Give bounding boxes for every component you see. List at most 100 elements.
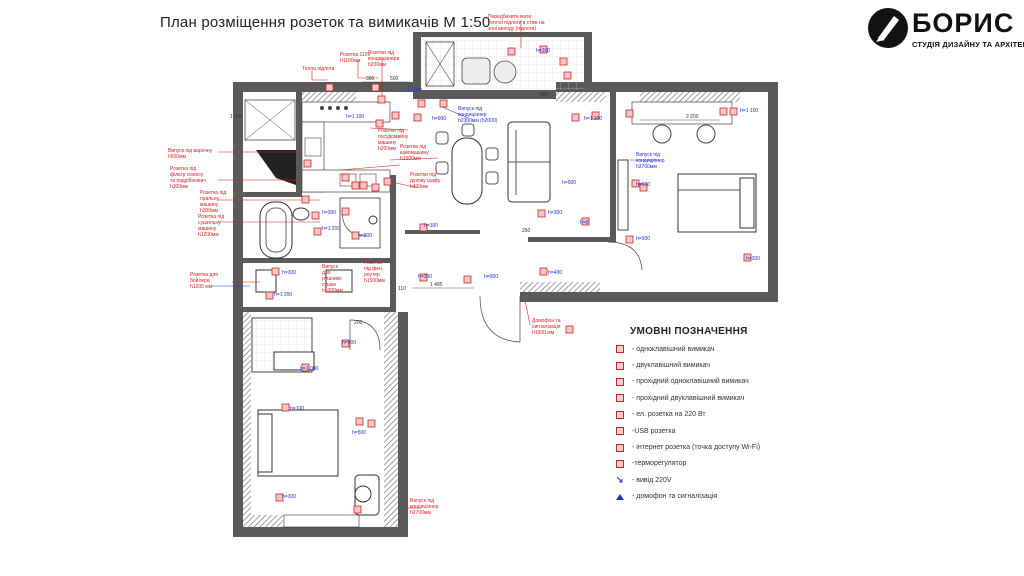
dining-table: [435, 123, 499, 205]
h-400: h=400: [548, 270, 562, 276]
note-socket-110v: Розетка 110V: [340, 52, 371, 58]
internet-socket-icon: [614, 443, 626, 452]
socket-icon: [719, 107, 728, 116]
note-warm-mats-3: зоні виходу (підлоги): [488, 26, 536, 32]
h-900-a: h=900: [432, 116, 446, 122]
note-washer-2: пральну: [200, 196, 220, 202]
note-ac-right: Випуск під: [636, 152, 660, 158]
h-300-a: h=300: [424, 223, 438, 229]
h-0: h=0: [580, 220, 589, 226]
note-ac-living-3: h2300мм (h2000): [458, 118, 498, 124]
note-washer-3: машину: [200, 202, 219, 208]
socket-icon: [303, 159, 312, 168]
h-1200-b: h=1 200: [322, 226, 340, 232]
socket-icon: [301, 195, 310, 204]
note-ac-living-2: кондиціонер: [458, 112, 487, 118]
dim-2200: 2 200: [686, 114, 699, 120]
h-1200: h=1 200: [274, 292, 292, 298]
balcony: [421, 37, 584, 90]
h-300-e: h=300: [282, 494, 296, 500]
legend-item: - одноклавішний вимикач: [614, 341, 784, 357]
h-500-c: h=500: [352, 430, 366, 436]
note-oven-2: духову шафу: [410, 178, 441, 184]
socket-icon: [631, 179, 640, 188]
socket-icon: [265, 291, 274, 300]
socket-icon: [463, 275, 472, 284]
note-coffee-3: h1500мм: [400, 156, 421, 162]
note-intercom: Домофон та: [532, 318, 561, 324]
bathroom: [255, 197, 381, 293]
note-towel-3: рушнико: [322, 276, 342, 282]
dim-300: 300: [366, 76, 375, 82]
socket-icon: [341, 207, 350, 216]
h-1300: h=1 300: [584, 116, 602, 122]
legend-title: УМОВНІ ПОЗНАЧЕННЯ: [630, 326, 748, 337]
legend-label: - двуклавішний вимикач: [632, 362, 711, 370]
legend: УМОВНІ ПОЗНАЧЕННЯ - одноклавішний вимика…: [614, 326, 784, 505]
output-220-icon: [614, 476, 626, 484]
note-coffee-2: кавомашину: [400, 150, 429, 156]
socket-icon: [301, 363, 310, 372]
legend-item: - прохідний двуклавішний вимикач: [614, 390, 784, 406]
socket-icon: [341, 339, 350, 348]
socket-icon: [271, 267, 280, 276]
double-switch-icon: [614, 361, 626, 370]
note-ac-sockets: Розетки під: [368, 50, 394, 56]
socket-icon: [507, 47, 516, 56]
note-filter-2: фільтр осмосу: [170, 172, 204, 178]
dim-500: 500: [390, 76, 399, 82]
legend-item: - двуклавішний вимикач: [614, 357, 784, 373]
h-300-b: h=300: [548, 210, 562, 216]
legend-label: - ел. розетка на 220 Вт: [632, 411, 706, 419]
note-ac-living: Випуск під: [458, 106, 482, 112]
bedroom-right: [617, 101, 757, 233]
h-900-e: h=900: [342, 340, 356, 346]
h-1100: h=1 100: [346, 114, 364, 120]
socket-icon: [375, 119, 384, 128]
blue-leaders: [212, 105, 660, 287]
socket-icon: [743, 253, 752, 262]
socket-icon: [571, 113, 580, 122]
note-washer-4: h300мм: [200, 208, 219, 214]
note-ac-sockets-2: кондиціонери: [368, 56, 400, 62]
usb-socket-icon: [614, 427, 626, 436]
note-ac-sockets-3: h200мм: [368, 62, 387, 68]
dim-1000: 1 000: [230, 114, 243, 120]
dimension-lines: [362, 81, 720, 289]
h-900-d: h=900: [484, 274, 498, 280]
socket-icon: [419, 223, 428, 232]
note-ac-bedroom: Випуск під: [410, 498, 434, 504]
note-coffee: Розетка під: [400, 144, 426, 150]
logo-brand: БОРИС: [912, 8, 1015, 38]
note-oven-3: h400мм: [410, 184, 429, 190]
socket-icon: [625, 109, 634, 118]
socket-icon: [281, 403, 290, 412]
socket-icon: [359, 181, 368, 190]
note-boiler-2: бойлера: [190, 277, 210, 284]
sofa: [507, 121, 551, 203]
legend-item: - вивід 220V: [614, 472, 784, 488]
legend-label: - домофон та сигналізація: [632, 493, 718, 501]
socket-icon: [355, 417, 364, 426]
pass-single-switch-icon: [614, 377, 626, 386]
note-filter: Розетка під: [170, 166, 196, 172]
socket-icon: [383, 177, 392, 186]
socket-icon: [413, 113, 422, 122]
note-ac-bedroom-2: кондиціонер: [410, 504, 439, 510]
h-100: h=100: [290, 406, 304, 412]
note-towel-2: для: [322, 270, 331, 276]
legend-item: - прохідний одноклавішний вимикач: [614, 374, 784, 390]
note-dishwasher-4: h200мм: [378, 146, 397, 152]
legend-item: - домофон та сигналізація: [614, 489, 784, 505]
note-warm-mats: Передбачити мати: [488, 14, 531, 20]
socket-icon: [371, 183, 380, 192]
note-intercom-3: h1500 мм: [532, 330, 555, 336]
socket-icon: [537, 209, 546, 218]
note-ac-right-3: h2700мм: [636, 164, 657, 170]
h-900-f: h=900: [408, 88, 422, 94]
note-dryer-4: h1200мм: [198, 232, 219, 238]
note-dryer-2: сушильну: [198, 220, 221, 226]
single-switch-icon: [614, 345, 626, 354]
socket-icon: [351, 231, 360, 240]
